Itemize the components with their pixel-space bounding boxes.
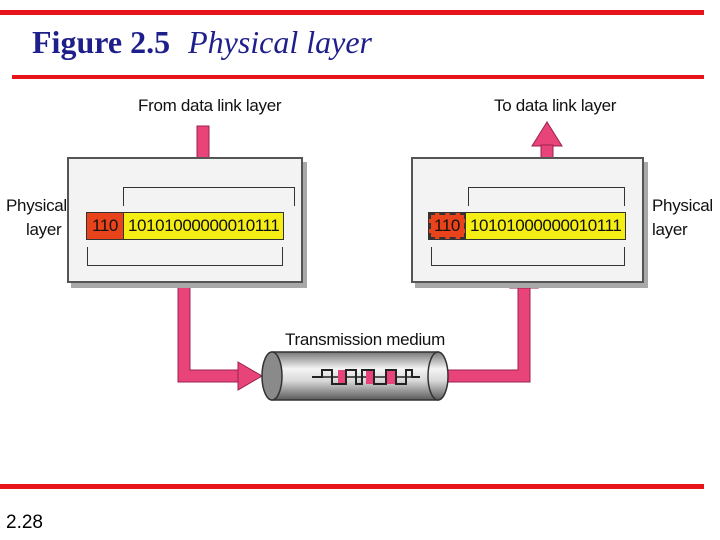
sender-physical-layer-box: 110 10101000000010111 [67, 157, 303, 283]
sender-bit-stream: 110 10101000000010111 [86, 212, 285, 240]
right-label-line2: layer [652, 220, 688, 239]
left-label-line2: layer [26, 220, 62, 239]
page-number: 2.28 [6, 512, 43, 533]
figure-title: Physical layer [188, 24, 372, 60]
digital-signal-waveform [312, 369, 420, 385]
sender-data-bits: 10101000000010111 [124, 213, 284, 239]
left-label-line1: Physical [6, 196, 67, 215]
title-underline-rule [12, 75, 704, 79]
left-physical-layer-label: Physical layer [6, 194, 67, 242]
receiver-data-bits: 10101000000010111 [466, 213, 626, 239]
figure-number: Figure 2.5 [32, 24, 171, 60]
transmission-medium-label: Transmission medium [285, 330, 445, 349]
receiver-bracket-top [468, 187, 625, 206]
right-label-line1: Physical [652, 196, 713, 215]
receiver-bit-stream: 110 10101000000010111 [428, 212, 627, 240]
top-rule [0, 10, 704, 15]
bottom-rule [0, 484, 704, 489]
slide-title: Figure 2.5 Physical layer [32, 24, 372, 61]
to-data-link-label: To data link layer [494, 96, 617, 115]
right-physical-layer-label: Physical layer [652, 194, 713, 242]
sender-header-bits: 110 [87, 213, 124, 239]
receiver-physical-layer-box: 110 10101000000010111 [411, 157, 644, 283]
sender-bracket-bottom [87, 247, 283, 266]
receiver-bracket-bottom [431, 247, 625, 266]
sender-bracket-top [123, 187, 295, 206]
receiver-header-bits: 110 [429, 213, 466, 239]
from-data-link-label: From data link layer [138, 96, 282, 115]
